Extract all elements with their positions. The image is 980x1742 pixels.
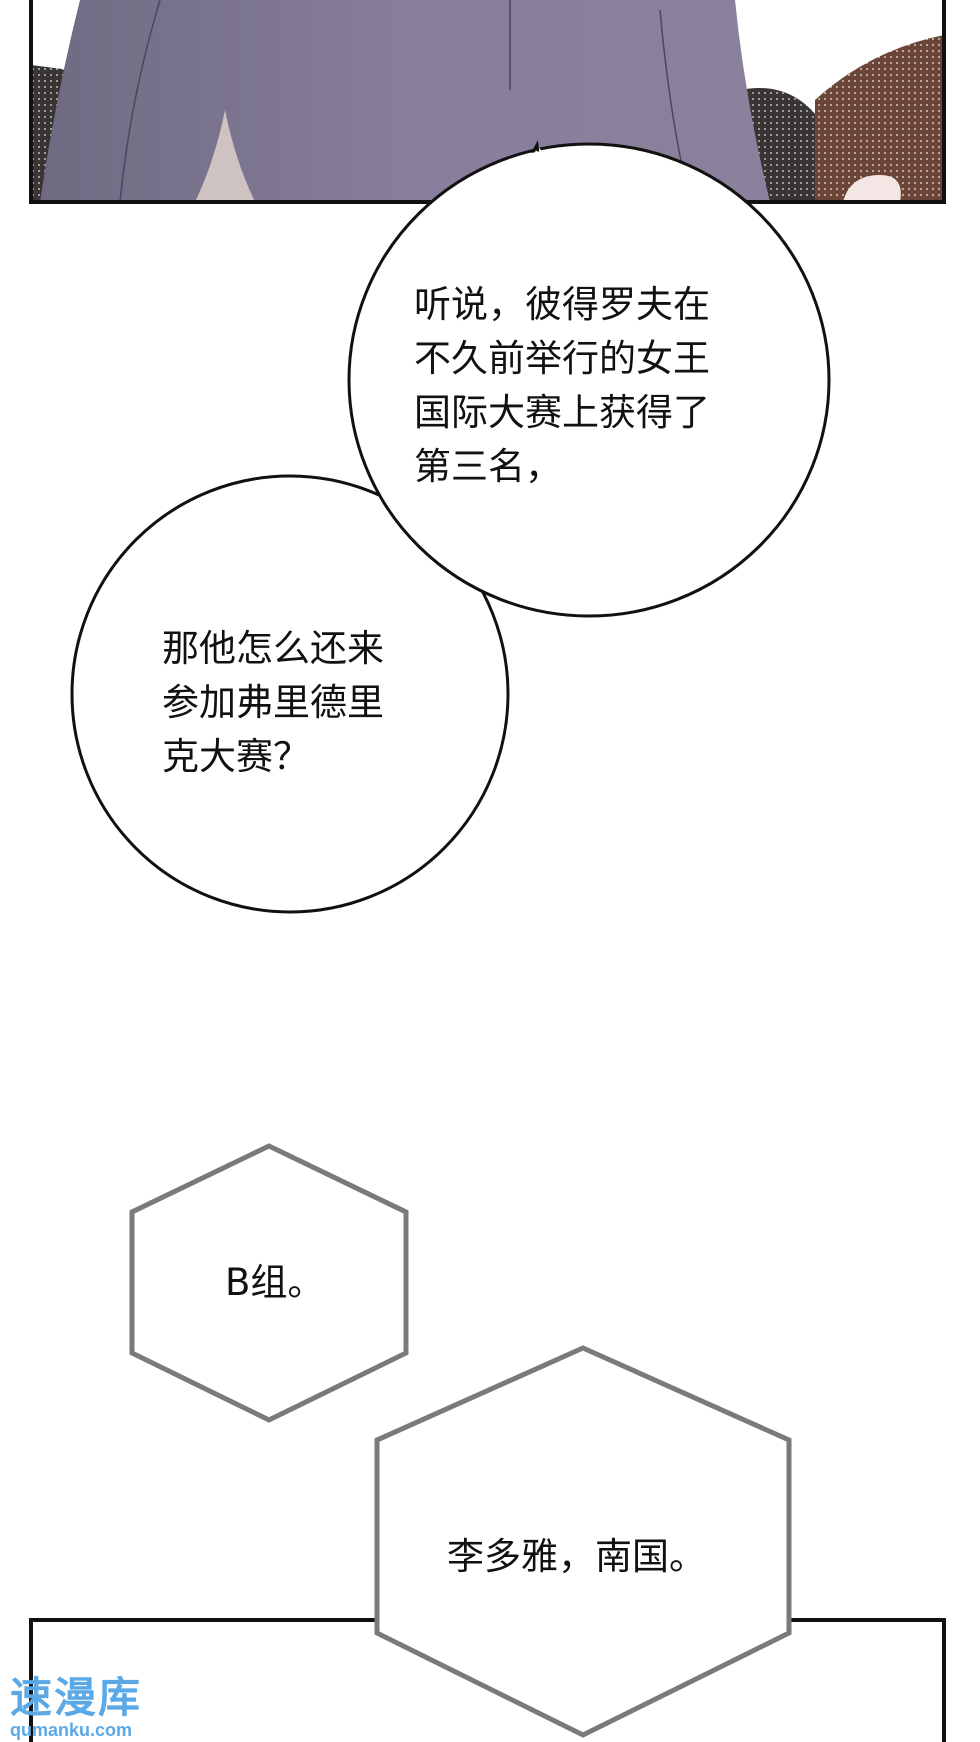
- caption-text-1: B组。: [225, 1261, 325, 1304]
- bubble-line: 不久前举行的女王: [414, 337, 710, 380]
- watermark-name: 速漫库: [10, 1674, 143, 1721]
- speech-bubble-2: 那他怎么还来 参加弗里德里 克大赛？: [162, 622, 384, 784]
- bubble-line: 听说，彼得罗夫在: [414, 283, 710, 326]
- caption-text-2: 李多雅，南国。: [447, 1535, 706, 1578]
- bubble-line: 参加弗里德里: [162, 681, 384, 724]
- speech-bubble-1: 听说，彼得罗夫在 不久前举行的女王 国际大赛上获得了 第三名，: [414, 278, 710, 494]
- watermark: 速漫库 qumanku.com: [10, 1674, 143, 1741]
- caption-box-1: [129, 1143, 409, 1423]
- bubble-line: 国际大赛上获得了: [414, 391, 710, 434]
- watermark-site: qumanku.com: [10, 1720, 133, 1740]
- speech-bubble-2-shape: [70, 474, 510, 914]
- caption-box-2: [374, 1345, 792, 1738]
- bubble-line: 那他怎么还来: [162, 627, 384, 670]
- bubble-line: 克大赛？: [162, 735, 310, 778]
- bubble-line: 第三名，: [414, 445, 562, 488]
